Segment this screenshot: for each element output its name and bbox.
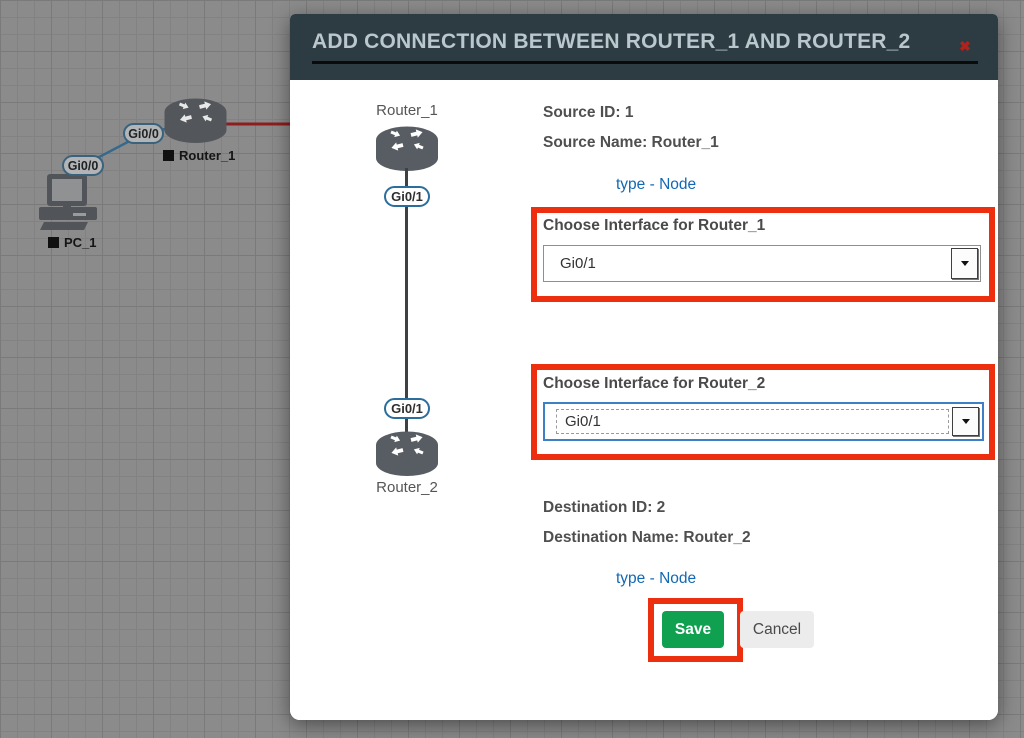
cancel-button[interactable]: Cancel xyxy=(740,611,814,648)
canvas-interface-badge-router1: Gi0/0 xyxy=(123,123,164,144)
save-button[interactable]: Save xyxy=(662,611,724,648)
annotation-box-interface1 xyxy=(531,207,995,302)
diagram-router1-icon xyxy=(376,126,438,171)
dropdown-arrow-icon[interactable] xyxy=(951,248,978,279)
interface1-label: Choose Interface for Router_1 xyxy=(543,217,766,234)
pc1-node-label: PC_1 xyxy=(48,235,97,250)
annotation-box-interface2 xyxy=(531,364,995,460)
pc1-node-icon xyxy=(39,174,97,230)
add-connection-modal: ADD CONNECTION BETWEEN ROUTER_1 AND ROUT… xyxy=(290,14,998,720)
interface2-selected-value: Gi0/1 xyxy=(556,409,949,434)
modal-body: Router_1 Gi0/1 Gi0/1 xyxy=(290,80,998,720)
router1-status-square xyxy=(163,150,174,161)
interface1-selected-value: Gi0/1 xyxy=(560,255,596,272)
destination-type-text: type - Node xyxy=(616,570,697,587)
interface-select-router2[interactable]: Gi0/1 xyxy=(543,402,984,441)
diagram-dest-interface-badge: Gi0/1 xyxy=(384,398,430,419)
source-type-text: type - Node xyxy=(616,176,697,193)
destination-id-text: Destination ID: 2 xyxy=(543,499,666,516)
dropdown-arrow-icon[interactable] xyxy=(952,407,979,436)
pc1-status-square xyxy=(48,237,59,248)
interface2-label: Choose Interface for Router_2 xyxy=(543,375,766,392)
router1-node-label: Router_1 xyxy=(163,148,235,163)
diagram-link-line xyxy=(405,168,408,440)
diagram-source-interface-badge: Gi0/1 xyxy=(384,186,430,207)
canvas-interface-badge-pc1: Gi0/0 xyxy=(62,155,104,176)
modal-title: ADD CONNECTION BETWEEN ROUTER_1 AND ROUT… xyxy=(312,31,978,64)
router1-node-icon xyxy=(164,98,227,143)
interface-select-router1[interactable]: Gi0/1 xyxy=(543,245,981,282)
diagram-router2-icon xyxy=(376,431,438,476)
diagram-source-label: Router_1 xyxy=(376,102,438,119)
diagram-dest-label: Router_2 xyxy=(376,479,438,496)
source-id-text: Source ID: 1 xyxy=(543,104,634,121)
modal-header: ADD CONNECTION BETWEEN ROUTER_1 AND ROUT… xyxy=(290,14,998,80)
destination-name-text: Destination Name: Router_2 xyxy=(543,529,751,546)
close-icon[interactable]: ✖ xyxy=(959,38,971,54)
source-name-text: Source Name: Router_1 xyxy=(543,134,719,151)
